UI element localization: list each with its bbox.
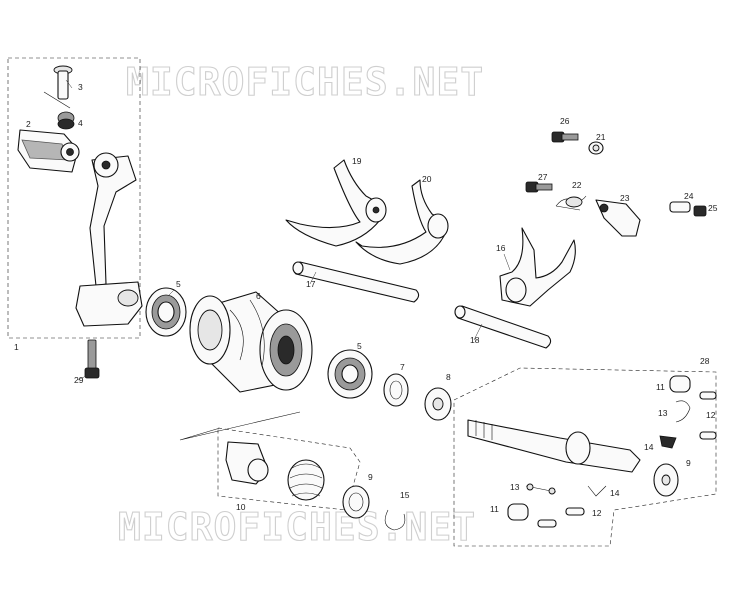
callout-16: 16 [496, 243, 506, 253]
bolt-part-27 [525, 181, 553, 193]
link-part-13-upper [675, 400, 691, 423]
callout-8: 8 [446, 372, 451, 382]
callout-9-left: 9 [368, 472, 373, 482]
bolt-part-29 [84, 339, 100, 379]
callout-3: 3 [78, 82, 83, 92]
circlip-part-15 [384, 509, 406, 531]
callout-14-lower: 14 [610, 488, 620, 498]
washer-part-8 [424, 387, 452, 421]
watermark-top: MICROFICHES.NET [126, 60, 484, 104]
pin-part-12-lower [537, 507, 585, 528]
group-10-bracket [179, 411, 301, 441]
cap-part-21 [588, 141, 604, 155]
callout-20: 20 [422, 174, 432, 184]
group-1-outline [7, 57, 141, 339]
washer-part-9-right [653, 463, 679, 497]
callout-6: 6 [256, 291, 261, 301]
bolt-part-26 [551, 131, 579, 143]
callout-14-upper: 14 [644, 442, 654, 452]
callout-2: 2 [26, 119, 31, 129]
callout-7: 7 [400, 362, 405, 372]
washer-part-7 [383, 373, 409, 407]
callout-27: 27 [538, 172, 548, 182]
callout-21: 21 [596, 132, 606, 142]
shift-fork-part-19 [285, 159, 387, 247]
callout-5-upper: 5 [176, 279, 181, 289]
callout-23: 23 [620, 193, 630, 203]
bearing-part-5-lower [327, 349, 373, 399]
spring-plate-part-14-upper [659, 435, 677, 449]
callout-29: 29 [74, 375, 84, 385]
spring-part-4 [43, 91, 75, 130]
callout-24: 24 [684, 191, 694, 201]
callout-22: 22 [572, 180, 582, 190]
callout-11-upper: 11 [656, 382, 665, 392]
callout-1: 1 [14, 342, 19, 352]
watermark-bottom: MICROFICHES.NET [118, 505, 476, 549]
group-28-outline [453, 367, 717, 547]
callout-18: 18 [470, 335, 480, 345]
pin-part-12-upper [699, 391, 717, 440]
shift-rod-part-17 [292, 261, 420, 303]
spring-part-22 [555, 195, 587, 211]
callout-10: 10 [236, 502, 246, 512]
callout-25: 25 [708, 203, 718, 213]
shift-pedal-part-2 [17, 129, 80, 173]
callout-12-upper: 12 [706, 410, 716, 420]
callout-12-lower: 12 [592, 508, 602, 518]
callout-labels: 1 2 3 4 5 5 6 7 8 9 9 10 11 11 12 12 13 … [14, 82, 718, 518]
callout-17: 17 [306, 279, 316, 289]
shift-shaft-part-28 [467, 419, 641, 473]
selector-arm-part-23 [595, 199, 641, 237]
callout-13-upper: 13 [658, 408, 668, 418]
shift-fork-part-20 [355, 179, 449, 265]
callout-4: 4 [78, 118, 83, 128]
shift-fork-part-16 [499, 227, 576, 307]
bearing-part-5-upper [145, 287, 187, 337]
pin-part-3 [53, 65, 73, 100]
bolt-part-25 [693, 205, 707, 217]
spring-plate-part-14-lower [587, 485, 607, 497]
roller-part-11-lower [507, 503, 529, 521]
pin-part-24 [669, 201, 691, 213]
callout-13-lower: 13 [510, 482, 520, 492]
callout-15: 15 [400, 490, 410, 500]
callout-26: 26 [560, 116, 570, 126]
roller-part-11-upper [669, 375, 691, 393]
spring-part-10 [287, 459, 325, 501]
stopper-part-10 [225, 441, 269, 485]
link-part-13-lower [525, 483, 557, 495]
shift-lever-part-1 [75, 152, 143, 327]
callout-19: 19 [352, 156, 362, 166]
shift-drum-part-6 [189, 291, 313, 393]
callout-28: 28 [700, 356, 710, 366]
callout-11-lower: 11 [490, 504, 499, 514]
shift-rod-part-18 [454, 305, 552, 349]
callout-9-right: 9 [686, 458, 691, 468]
leader-lines [65, 79, 511, 381]
washer-part-9-left [342, 485, 370, 519]
callout-5-lower: 5 [357, 341, 362, 351]
